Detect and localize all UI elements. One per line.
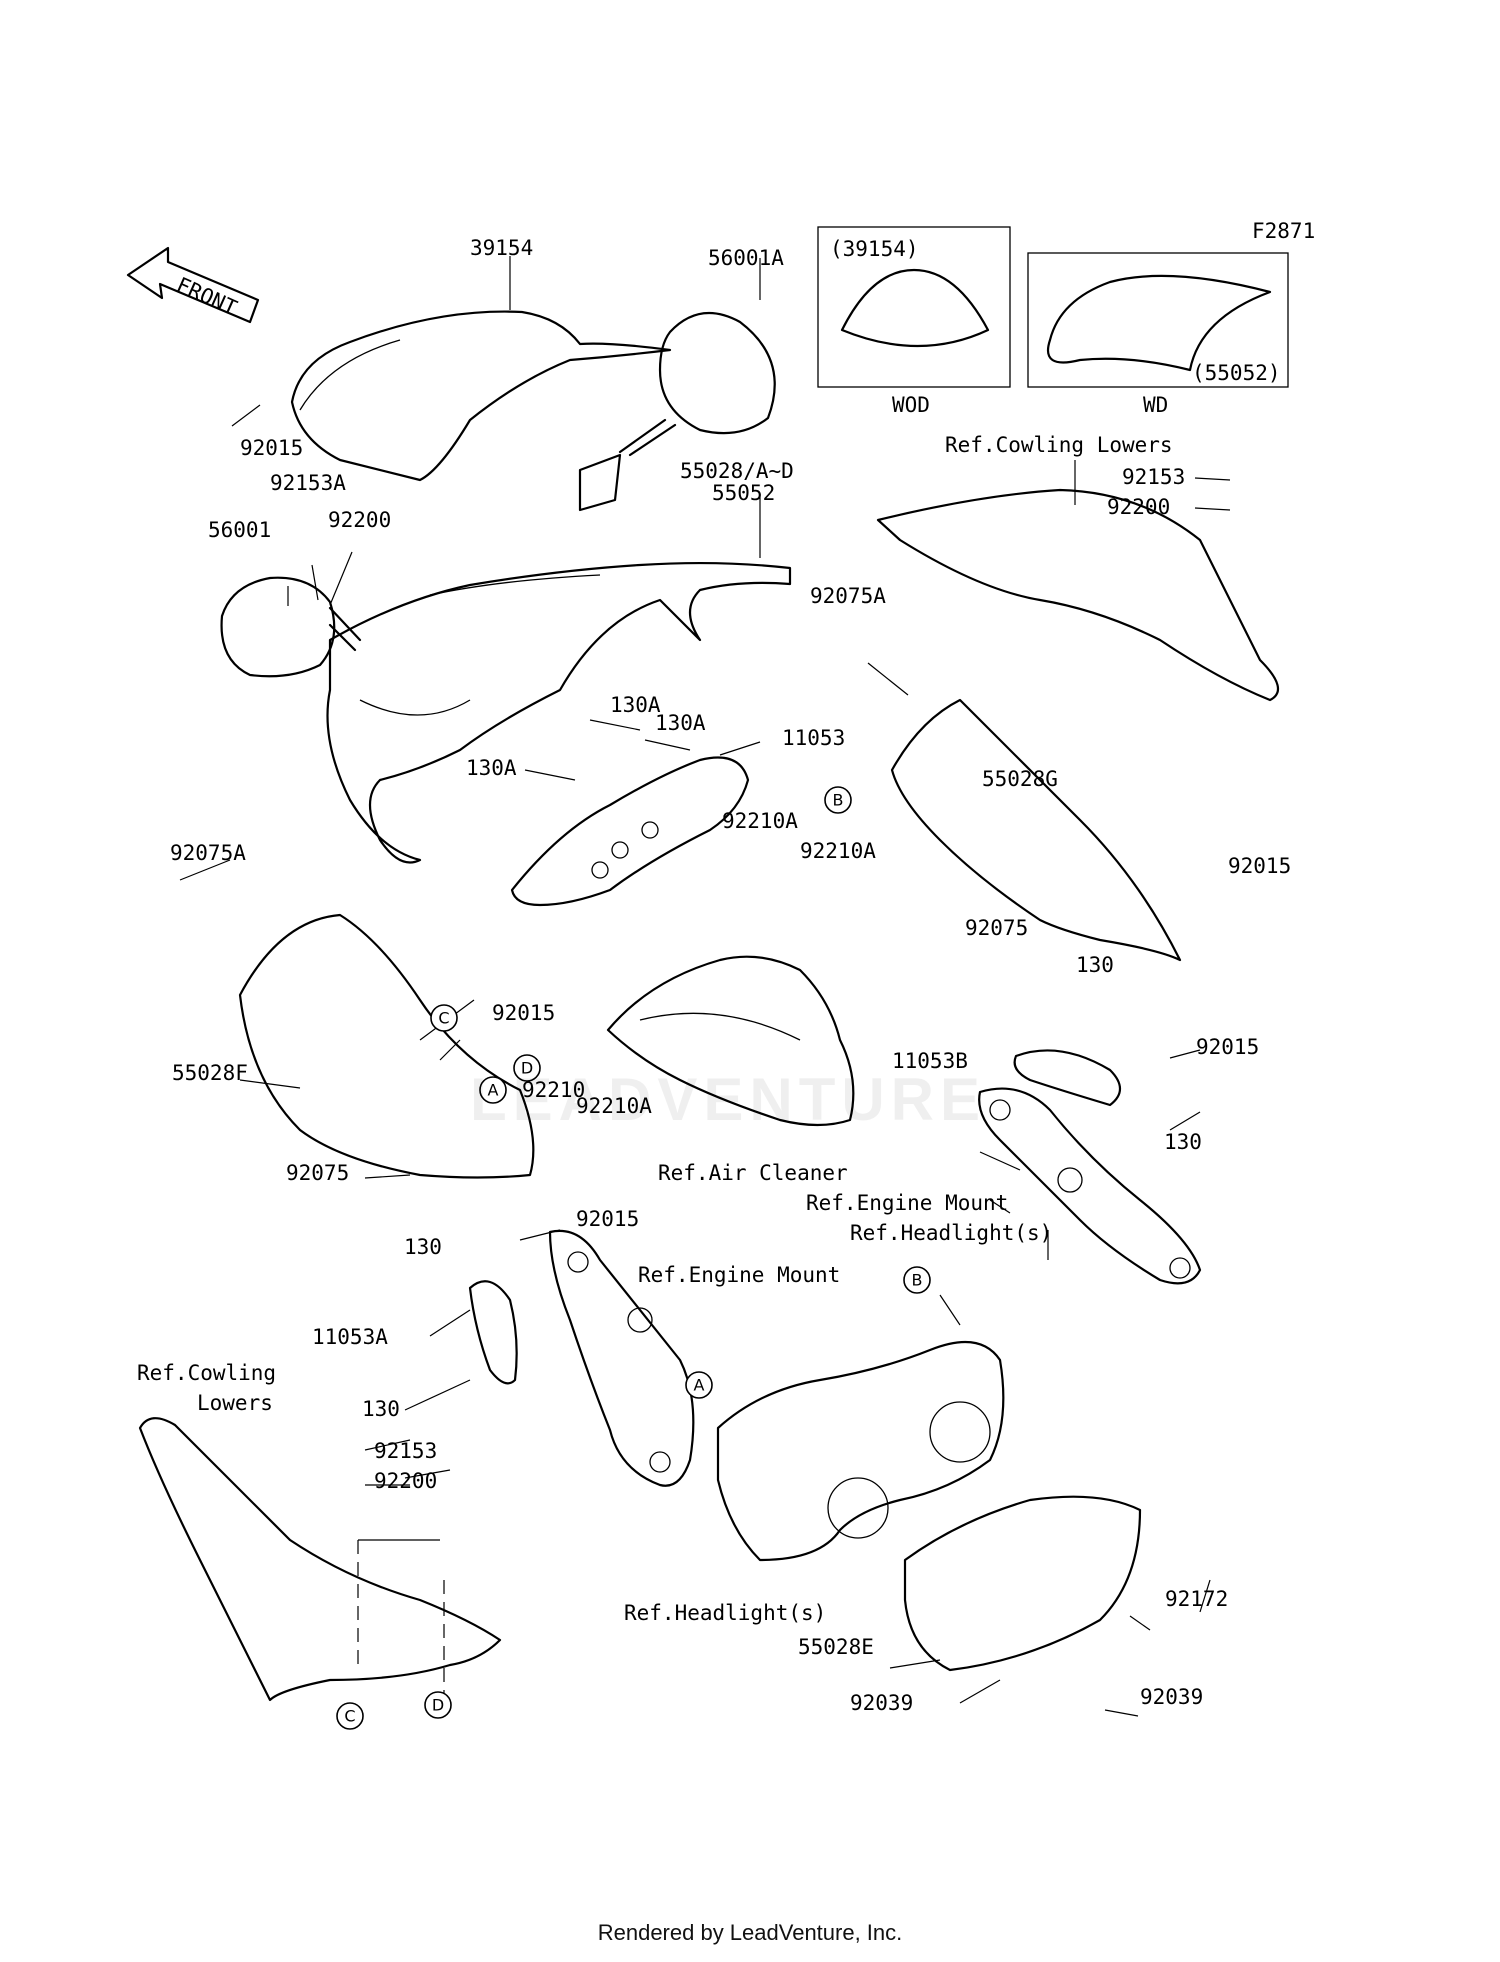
- label-11053a: 11053A: [312, 1325, 388, 1349]
- callout-c-2: C: [336, 1702, 364, 1730]
- label-92200-right: 92200: [1107, 495, 1170, 519]
- part-labels: 39154 56001A 92015 92153A 56001 92200 55…: [137, 236, 1291, 1715]
- label-92200-left: 92200: [374, 1469, 437, 1493]
- label-11053b: 11053B: [892, 1049, 968, 1073]
- air-duct: [606, 955, 855, 1127]
- svg-text:D: D: [432, 1696, 444, 1715]
- cowling-lower-right: [876, 488, 1280, 702]
- engine-mount-right: [978, 1087, 1202, 1285]
- label-39154: 39154: [470, 236, 533, 260]
- label-92015-right-1: 92015: [1228, 854, 1291, 878]
- label-92075a-left: 92075A: [170, 841, 246, 865]
- label-92075-right: 92075: [965, 916, 1028, 940]
- label-56001: 56001: [208, 518, 271, 542]
- label-ref-cowling-lowers-right: Ref.Cowling Lowers: [945, 433, 1173, 457]
- inset-wod-caption: WOD: [892, 393, 930, 417]
- callout-d-2: D: [424, 1691, 452, 1719]
- label-55028f: 55028F: [172, 1061, 248, 1085]
- label-130-right-2: 130: [1164, 1130, 1202, 1154]
- cowling-lower-left: [138, 1417, 502, 1702]
- inset-wd-caption: WD: [1143, 393, 1168, 417]
- label-11053: 11053: [782, 726, 845, 750]
- side-panel-left: [238, 913, 535, 1179]
- label-55028e: 55028E: [798, 1635, 874, 1659]
- inset-wd: (55052) WD: [1027, 252, 1289, 417]
- label-ref-air-cleaner: Ref.Air Cleaner: [658, 1161, 848, 1185]
- callout-c-1: C: [430, 1004, 458, 1032]
- svg-text:C: C: [438, 1009, 449, 1028]
- callout-a-2: A: [685, 1371, 713, 1399]
- bracket-11053b: [1013, 1049, 1122, 1107]
- upper-cowling: [326, 561, 792, 864]
- svg-text:B: B: [833, 791, 844, 810]
- svg-text:B: B: [912, 1271, 923, 1290]
- callout-d-1: D: [513, 1054, 541, 1082]
- svg-text:FRONT: FRONT: [173, 273, 241, 321]
- label-ref-cowling-lowers-left-2: Lowers: [197, 1391, 273, 1415]
- watermark: LEADVENTURE: [470, 1066, 986, 1133]
- leader-lines: [179, 404, 1231, 1717]
- inset-wod-ref: (39154): [830, 237, 919, 261]
- label-92039-left: 92039: [850, 1691, 913, 1715]
- footer-credit: Rendered by LeadVenture, Inc.: [597, 1920, 903, 1945]
- label-92200-top: 92200: [328, 508, 391, 532]
- mirror-right: [578, 311, 776, 512]
- label-92153-left: 92153: [374, 1439, 437, 1463]
- label-92210a-1: 92210A: [722, 809, 798, 833]
- label-ref-engine-mount-right: Ref.Engine Mount: [806, 1191, 1008, 1215]
- label-130-right-1: 130: [1076, 953, 1114, 977]
- label-92015-center: 92015: [492, 1001, 555, 1025]
- bracket-11053a: [468, 1280, 518, 1385]
- mount-bracket-11053: [510, 756, 750, 907]
- callout-b-1: B: [824, 786, 852, 814]
- label-130a-3: 130A: [466, 756, 517, 780]
- headlight-assembly: [716, 1340, 1142, 1672]
- label-130-left-2: 130: [362, 1397, 400, 1421]
- label-92015-left: 92015: [576, 1207, 639, 1231]
- label-130-left-1: 130: [404, 1235, 442, 1259]
- label-92153a: 92153A: [270, 471, 346, 495]
- label-ref-headlight-top: Ref.Headlight(s): [850, 1221, 1052, 1245]
- label-92039-right: 92039: [1140, 1685, 1203, 1709]
- svg-text:A: A: [694, 1376, 705, 1395]
- svg-text:D: D: [521, 1059, 533, 1078]
- label-ref-engine-mount-left: Ref.Engine Mount: [638, 1263, 840, 1287]
- label-92075-left: 92075: [286, 1161, 349, 1185]
- label-92210: 92210: [522, 1078, 585, 1102]
- svg-text:A: A: [488, 1081, 499, 1100]
- label-92172: 92172: [1165, 1587, 1228, 1611]
- label-ref-cowling-lowers-left-1: Ref.Cowling: [137, 1361, 276, 1385]
- mirror-left: [220, 576, 362, 678]
- inset-wd-ref: (55052): [1192, 361, 1281, 385]
- callout-b-2: B: [903, 1266, 931, 1294]
- inset-wod: (39154) WOD: [817, 226, 1011, 417]
- callout-a-1: A: [479, 1076, 507, 1104]
- label-92015-right-2: 92015: [1196, 1035, 1259, 1059]
- engine-mount-left: [548, 1229, 695, 1487]
- svg-text:C: C: [344, 1707, 355, 1726]
- side-panel-right: [890, 698, 1182, 962]
- label-92075a-right: 92075A: [810, 584, 886, 608]
- label-55028-a-d: 55028/A~D: [680, 459, 794, 483]
- label-92015-top-left: 92015: [240, 436, 303, 460]
- label-130a-2: 130A: [655, 711, 706, 735]
- label-56001a: 56001A: [708, 246, 784, 270]
- label-130a-1: 130A: [610, 693, 661, 717]
- label-92210a-2: 92210A: [800, 839, 876, 863]
- windshield: [290, 310, 672, 482]
- label-92210a-3: 92210A: [576, 1094, 652, 1118]
- label-55028g: 55028G: [982, 767, 1058, 791]
- label-ref-headlight-bottom: Ref.Headlight(s): [624, 1601, 826, 1625]
- label-92153-right: 92153: [1122, 465, 1185, 489]
- front-arrow-icon: FRONT: [126, 246, 260, 324]
- figure-code: F2871: [1252, 219, 1315, 243]
- label-55052: 55052: [712, 481, 775, 505]
